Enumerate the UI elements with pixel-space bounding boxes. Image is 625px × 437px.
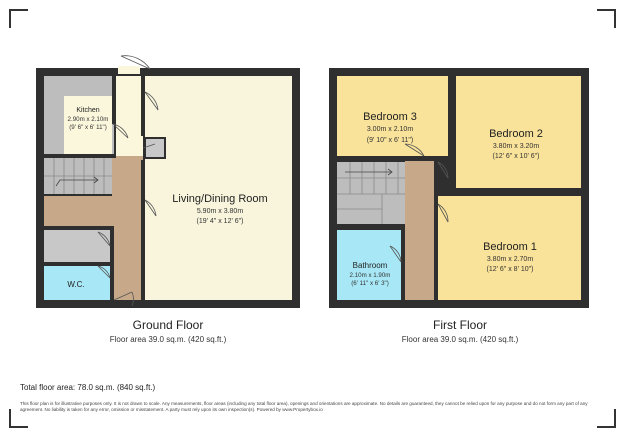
kitchen-dim-m: 2.90m x 2.10m	[68, 116, 109, 123]
door-swing-icon	[389, 143, 449, 263]
bedroom-3-label: Bedroom 3	[363, 111, 417, 123]
ground-hallway	[44, 196, 112, 226]
ground-floor-plan: Kitchen 2.90m x 2.10m (9' 6" x 6' 11") L…	[36, 55, 300, 308]
first-floor-title: First Floor	[433, 318, 487, 332]
first-floor-area: Floor area 39.0 sq.m. (420 sq.ft.)	[401, 335, 519, 344]
bathroom-dim-m: 2.10m x 1.90m	[350, 272, 391, 279]
kitchen-label: Kitchen	[76, 107, 99, 114]
storage-area	[44, 230, 110, 262]
bedroom-2-dim-m: 3.80m x 3.20m	[493, 143, 539, 150]
bedroom-1-area	[438, 196, 581, 300]
ground-floor-area: Floor area 39.0 sq.m. (420 sq.ft.)	[109, 335, 227, 344]
living-room-dim-m: 5.90m x 3.80m	[197, 208, 243, 215]
kitchen-dim-ft: (9' 6" x 6' 11")	[69, 124, 107, 131]
stair-arrow-icon	[55, 176, 99, 187]
bedroom-1-dim-m: 3.80m x 2.70m	[487, 256, 533, 263]
bedroom-2-area	[456, 76, 581, 188]
bedroom-3-dim-m: 3.00m x 2.10m	[367, 126, 413, 133]
living-room-area	[145, 76, 292, 300]
first-stairs	[337, 162, 405, 224]
cupboard-area	[144, 137, 166, 159]
wc-label: W.C.	[67, 280, 84, 289]
bathroom-label: Bathroom	[353, 261, 388, 270]
wc-area	[44, 266, 110, 300]
ground-floor-title: Ground Floor	[132, 318, 204, 332]
living-room-label: Living/Dining Room	[172, 193, 267, 205]
disclaimer-text: This floor plan is for illustrative purp…	[20, 401, 588, 412]
corner-bracket-icon	[9, 9, 616, 428]
first-floor-plan: Bedroom 3 3.00m x 2.10m (9' 10" x 6' 11"…	[329, 68, 589, 308]
bedroom-3-dim-ft: (9' 10" x 6' 11")	[367, 137, 413, 144]
bathroom-area	[337, 230, 405, 300]
bedroom-3-area	[337, 76, 448, 156]
first-landing	[405, 160, 434, 300]
bedroom-1-dim-ft: (12' 6" x 8' 10")	[487, 266, 534, 273]
bedroom-1-label: Bedroom 1	[483, 241, 537, 253]
bedroom-2-label: Bedroom 2	[489, 128, 543, 140]
door-swing-icon	[97, 55, 159, 307]
total-floor-area: Total floor area: 78.0 sq.m. (840 sq.ft.…	[20, 383, 156, 392]
bathroom-dim-ft: (6' 11" x 6' 3")	[351, 280, 389, 287]
bedroom-2-dim-ft: (12' 6" x 10' 6")	[493, 153, 540, 160]
living-room-dim-ft: (19' 4" x 12' 6")	[197, 218, 244, 225]
stair-arrow-icon	[345, 168, 393, 176]
